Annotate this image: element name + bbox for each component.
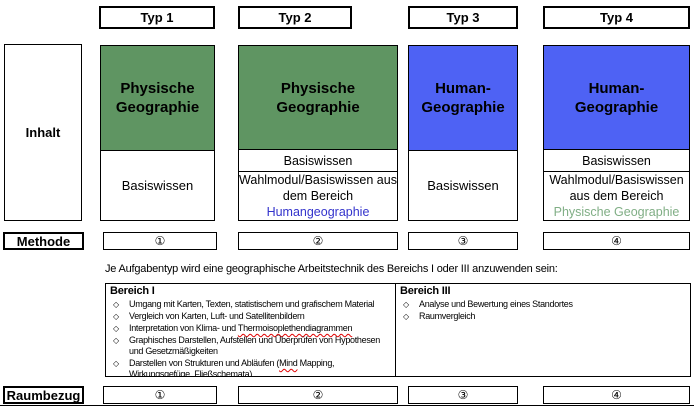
list-item: ◇ Interpretation von Klima- und Thermois…: [110, 323, 391, 334]
typ4-subject: Human- Geographie: [544, 46, 689, 150]
typ2-wahlmodul-text: Wahlmodul/Basiswissen aus dem Bereich: [239, 173, 397, 203]
column-typ4-content: Human- Geographie Basiswissen Wahlmodul/…: [543, 45, 690, 221]
bereich-3-cell: Bereich III ◇ Analyse und Bewertung eine…: [396, 284, 690, 376]
methode-typ2-number: ②: [238, 232, 398, 250]
list-item: ◇ Vergleich von Karten, Luft- und Satell…: [110, 311, 391, 322]
bereich-1-cell: Bereich I ◇ Umgang mit Karten, Texten, s…: [106, 284, 396, 376]
typ1-basiswissen: Basiswissen: [121, 178, 194, 193]
list-item: ◇ Raumvergleich: [400, 311, 686, 322]
list-item-text: Graphisches Darstellen, Aufstellen und Ü…: [129, 335, 380, 356]
list-item-text: Mapping,: [297, 358, 335, 368]
misspelled-word: Wirkungsgefüge: [129, 369, 190, 376]
row-label-methode: Methode: [3, 232, 84, 250]
typ4-wahlmodul-text: Wahlmodul/Basiswissen aus dem Bereich: [549, 173, 684, 203]
list-item-text: Analyse und Bewertung eines Standortes: [419, 299, 573, 309]
methode-typ3-number: ③: [408, 232, 518, 250]
typ4-header: Typ 4: [543, 6, 690, 29]
typ2-wahlmodul-subject: Humangeographie: [266, 205, 370, 219]
typ4-wahlmodul-subject: Physische Geographie: [553, 205, 680, 219]
raumbezug-typ2-number: ②: [238, 386, 398, 404]
list-item-text: , Fließschemata): [189, 369, 253, 376]
methode-typ4-number: ④: [543, 232, 690, 250]
misspelled-word: Thermoisoplethendiagrammen: [237, 323, 353, 333]
methode-note: Je Aufgabentyp wird eine geographische A…: [105, 263, 558, 275]
list-item: ◇ Darstellen von Strukturen und Abläufen…: [110, 358, 391, 376]
bereich-1-list: ◇ Umgang mit Karten, Texten, statistisch…: [110, 299, 391, 376]
raumbezug-typ1-number: ①: [103, 386, 217, 404]
diamond-bullet-icon: ◇: [113, 336, 119, 345]
methode-typ1-number: ①: [103, 232, 217, 250]
diamond-bullet-icon: ◇: [113, 324, 119, 333]
typ3-basiswissen: Basiswissen: [427, 178, 499, 193]
list-item: ◇ Graphisches Darstellen, Aufstellen und…: [110, 335, 391, 357]
column-typ3-content: Human- Geographie Basiswissen: [408, 45, 518, 221]
typ4-wahlmodul: Wahlmodul/Basiswissen aus dem Bereich Ph…: [544, 172, 689, 220]
diamond-bullet-icon: ◇: [113, 312, 119, 321]
typ1-header: Typ 1: [99, 6, 215, 29]
typ2-header: Typ 2: [238, 6, 352, 29]
bereich-3-title: Bereich III: [400, 285, 451, 297]
column-typ1-content: Physische Geographie Basiswissen: [100, 45, 215, 221]
bereich-table: Bereich I ◇ Umgang mit Karten, Texten, s…: [105, 283, 691, 377]
typ2-wahlmodul: Wahlmodul/Basiswissen aus dem Bereich Hu…: [239, 172, 397, 220]
diamond-bullet-icon: ◇: [403, 300, 409, 309]
bereich-3-list: ◇ Analyse und Bewertung eines Standortes…: [400, 299, 686, 322]
typ1-subject: Physische Geographie: [101, 46, 214, 151]
raumbezug-typ4-number: ④: [543, 386, 690, 404]
diamond-bullet-icon: ◇: [403, 312, 409, 321]
typ3-header: Typ 3: [408, 6, 518, 29]
list-item-text: Vergleich von Karten, Luft- und Satellit…: [129, 311, 305, 321]
raumbezug-typ3-number: ③: [408, 386, 518, 404]
typ2-basiswissen: Basiswissen: [239, 150, 397, 172]
bottom-divider: [0, 405, 694, 406]
row-label-raumbezug: Raumbezug: [3, 386, 84, 404]
list-item-text: Darstellen von Strukturen und Abläufen (: [129, 358, 280, 368]
typ3-subject: Human- Geographie: [409, 46, 517, 151]
bereich-1-title: Bereich I: [110, 285, 155, 297]
diamond-bullet-icon: ◇: [113, 300, 119, 309]
row-label-inhalt: Inhalt: [4, 44, 82, 221]
misspelled-word: Mind: [279, 358, 298, 368]
list-item-text: Raumvergleich: [419, 311, 476, 321]
list-item: ◇ Umgang mit Karten, Texten, statistisch…: [110, 299, 391, 310]
list-item-text: Umgang mit Karten, Texten, statistischem…: [129, 299, 375, 309]
diamond-bullet-icon: ◇: [113, 359, 119, 368]
list-item: ◇ Analyse und Bewertung eines Standortes: [400, 299, 686, 310]
typ2-subject: Physische Geographie: [239, 46, 397, 150]
typ4-basiswissen: Basiswissen: [544, 150, 689, 172]
column-typ2-content: Physische Geographie Basiswissen Wahlmod…: [238, 45, 398, 221]
list-item-text: Interpretation von Klima- und: [129, 323, 238, 333]
